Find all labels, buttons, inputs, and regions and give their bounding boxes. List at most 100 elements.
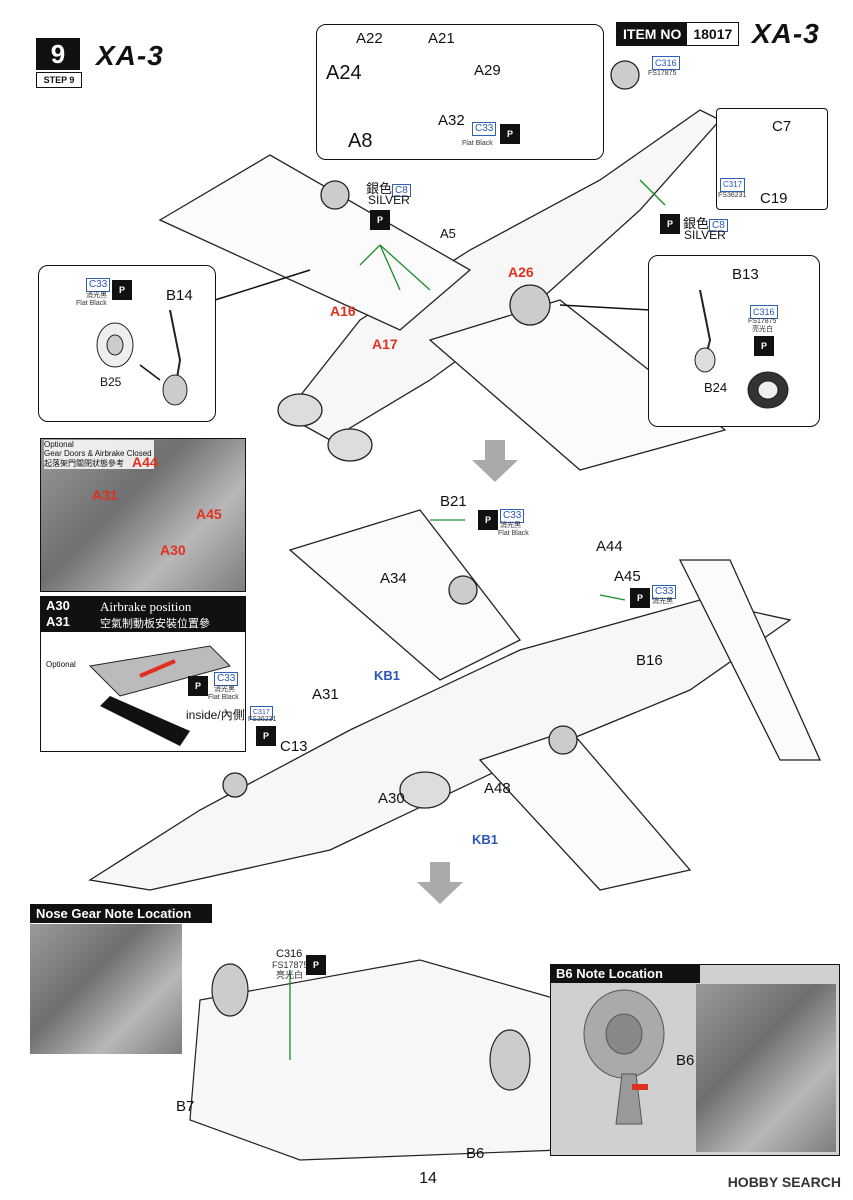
part-label-a16: A16 bbox=[330, 303, 356, 319]
paint-code-c317-mid: C317 bbox=[250, 706, 273, 720]
paint-cn-c316-right: 亮光白 bbox=[752, 326, 773, 333]
b6-note-title: B6 Note Location bbox=[550, 964, 700, 983]
part-label-a29: A29 bbox=[474, 62, 501, 79]
model-title-right: XA-3 bbox=[752, 18, 820, 49]
part-label-b25: B25 bbox=[100, 375, 122, 389]
page-number: 14 bbox=[419, 1170, 437, 1187]
part-label-b16: B16 bbox=[636, 652, 663, 669]
paint-cn-left: 消光黑 bbox=[86, 292, 107, 299]
nose-gear-title: Nose Gear Note Location bbox=[30, 904, 212, 923]
part-label-b6: B6 bbox=[466, 1145, 485, 1162]
top-wheel-front bbox=[610, 60, 640, 90]
paint-icon-b21: P bbox=[478, 510, 498, 530]
mid-aircraft-tail bbox=[678, 559, 822, 761]
top-gear-inset bbox=[316, 24, 604, 160]
part-label-a22: A22 bbox=[356, 30, 383, 47]
mid-wheel-right bbox=[548, 725, 578, 755]
part-label-c13: C13 bbox=[280, 738, 308, 755]
b6-real-photo bbox=[696, 984, 836, 1152]
part-label-kb1-bottom: KB1 bbox=[472, 832, 499, 847]
part-label-kb1-top: KB1 bbox=[374, 668, 401, 683]
airbrake-paint-cn: 消光黑 bbox=[214, 686, 235, 693]
part-label-b21: B21 bbox=[440, 493, 467, 510]
mid-wheel-front bbox=[222, 772, 248, 798]
left-inset-wheel-drawing bbox=[96, 310, 188, 406]
paint-sub-c317-top: FS36231 bbox=[718, 192, 747, 199]
paint-sub-c316-right: FS17875 bbox=[748, 318, 777, 325]
right-gear-inset bbox=[648, 255, 820, 427]
part-label-c316-bottom: C316 bbox=[276, 948, 303, 960]
paint-code-c33-top: C33 bbox=[472, 122, 497, 136]
part-label-a34: A34 bbox=[380, 570, 407, 587]
optional-label-photo: Optional bbox=[44, 440, 74, 449]
paint-icon-c317-mid: P bbox=[256, 726, 276, 746]
paint-icon-a45: P bbox=[630, 588, 650, 608]
right-inset-wheel-drawing bbox=[694, 289, 789, 409]
part-label-a24: A24 bbox=[326, 62, 362, 84]
part-label-a31: A31 bbox=[312, 686, 339, 703]
part-label-a21: A21 bbox=[428, 30, 455, 47]
paint-cn-c316-bottom: 亮光白 bbox=[276, 970, 304, 980]
airbrake-side: inside/內側 bbox=[186, 708, 245, 722]
mid-wheel-center bbox=[448, 575, 478, 605]
part-label-a5: A5 bbox=[440, 226, 456, 241]
item-number-box: ITEM NO 18017 bbox=[616, 22, 740, 46]
mid-engine bbox=[399, 771, 451, 809]
paint-sub-c317-mid: FS36231 bbox=[248, 716, 277, 723]
part-label-a30: A30 bbox=[378, 790, 405, 807]
airbrake-paint-code: C33 bbox=[214, 672, 239, 686]
airbrake-paint-icon: P bbox=[188, 676, 208, 696]
paint-name-top: Flat Black bbox=[462, 140, 493, 147]
part-label-a8: A8 bbox=[348, 130, 373, 152]
part-label-b24: B24 bbox=[704, 380, 728, 395]
part-label-a26: A26 bbox=[508, 264, 534, 280]
top-wheel-right bbox=[509, 284, 551, 326]
watermark: HOBBY SEARCH bbox=[727, 1174, 841, 1190]
photo-part-a30: A30 bbox=[160, 542, 186, 558]
paint-code-c316-top: C316 bbox=[652, 56, 680, 70]
part-label-b14: B14 bbox=[166, 287, 193, 304]
airbrake-title-cn: 空氣制動板安裝位置參 bbox=[100, 618, 210, 630]
airbrake-paint-en: Flat Black bbox=[208, 694, 239, 701]
paint-code-c316-right: C316 bbox=[750, 305, 778, 319]
bottom-wheel-right bbox=[489, 1029, 531, 1091]
paint-icon-right: P bbox=[754, 336, 774, 356]
b6-note-part: B6 bbox=[676, 1052, 695, 1069]
item-no-value: 18017 bbox=[693, 26, 733, 42]
part-label-a32: A32 bbox=[438, 112, 465, 129]
step-label: STEP 9 bbox=[36, 72, 82, 88]
item-no-label: ITEM NO bbox=[617, 23, 688, 45]
mid-aircraft-fuselage bbox=[88, 599, 792, 891]
paint-sub-c316-bottom: FS17875 bbox=[272, 960, 309, 970]
step-number: 9 bbox=[36, 38, 80, 70]
paint-en-left: Flat Black bbox=[76, 300, 107, 307]
mid-aircraft-right-wing bbox=[478, 729, 692, 891]
airbrake-parts: A30 A31 bbox=[46, 598, 70, 629]
paint-icon-c316-bottom: P bbox=[306, 955, 326, 975]
photo-part-a45: A45 bbox=[196, 506, 222, 522]
part-label-b13: B13 bbox=[732, 266, 759, 283]
paint-code-c33-left: C33 bbox=[86, 278, 111, 292]
b6-render bbox=[583, 989, 665, 1125]
model-title-left: XA-3 bbox=[96, 40, 164, 71]
airbrake-optional: Optional bbox=[46, 660, 76, 669]
paint-cn-b21: 消光黑 bbox=[500, 522, 521, 529]
paint-icon-left: P bbox=[112, 280, 132, 300]
nose-gear-photo bbox=[30, 924, 182, 1054]
paint-code-b21: C33 bbox=[500, 509, 525, 523]
paint-code-c317-top: C317 bbox=[720, 178, 746, 192]
part-label-a48: A48 bbox=[484, 780, 511, 797]
part-label-a44: A44 bbox=[596, 538, 623, 555]
paint-icon-silver-right: P bbox=[660, 214, 680, 234]
top-wheel-left bbox=[320, 180, 350, 210]
right-top-inset bbox=[716, 108, 828, 210]
photo-part-a31: A31 bbox=[92, 487, 118, 503]
top-engine-right bbox=[327, 428, 373, 462]
part-label-a17: A17 bbox=[372, 336, 398, 352]
airbrake-title: Airbrake position bbox=[100, 599, 192, 614]
photo-caption-cn: 起落架門關閉狀態參考 bbox=[44, 459, 124, 468]
mid-aircraft-left-wing bbox=[288, 509, 521, 681]
airbrake-drawing bbox=[88, 645, 231, 746]
